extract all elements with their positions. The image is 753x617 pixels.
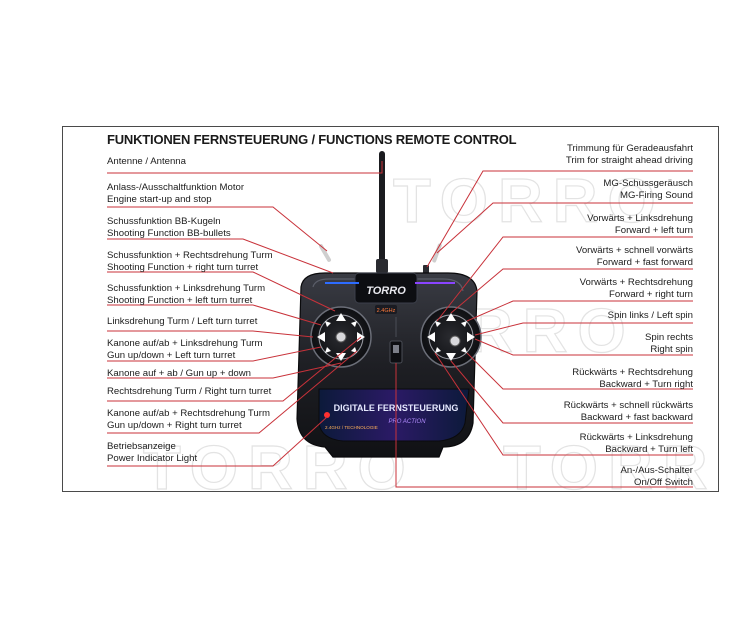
right-label-line: Vorwärts + Linksdrehung	[587, 213, 693, 224]
right-label-line: Forward + right turn	[609, 288, 693, 300]
right-label-line: Right spin	[650, 343, 693, 355]
right-stick-knob	[449, 335, 461, 347]
panel-subtext: PRO ACTION	[388, 419, 426, 425]
left-label-line: Kanone auf/ab + Rechtsdrehung Turm	[107, 408, 270, 419]
watermark-text: TORRO	[503, 434, 718, 491]
left-label-line: Schussfunktion + Linksdrehung Turm	[107, 283, 266, 294]
left-label-9: Rechtsdrehung Turm / Right turn turret	[107, 386, 271, 398]
power-indicator-light	[324, 412, 330, 418]
left-shoulder-switch	[319, 244, 331, 262]
left-label-line: Kanone auf/ab + Linksdrehung Turm	[107, 338, 263, 349]
left-label-line: Engine start-up and stop	[107, 193, 212, 205]
right-label-line: Backward + Turn right	[599, 378, 693, 390]
remote-illustration: TORRO 2.4GHz	[107, 151, 693, 488]
right-label-line: Backward + fast backward	[580, 411, 693, 423]
watermark-text: TORRO	[393, 167, 666, 236]
left-stick-knob	[335, 331, 347, 343]
right-label-line: Trimmung für Geradeausfahrt	[566, 143, 693, 154]
band-badge	[375, 305, 397, 314]
right-label-line: Rückwärts + Rechtsdrehung	[572, 367, 693, 378]
antenna-base	[376, 259, 388, 273]
left-label-line: Linksdrehung Turm / Left turn turret	[107, 316, 258, 327]
left-label-line: Gun up/down + Right turn turret	[107, 419, 242, 431]
left-label-line: Power Indicator Light	[107, 452, 198, 464]
right-label-line: Backward + Turn left	[605, 443, 693, 455]
antenna	[379, 151, 385, 269]
left-label-line: Schussfunktion + Rechtsdrehung Turm	[107, 250, 273, 261]
left-leader-lines	[107, 161, 383, 467]
right-label-6: Spin links / Left spin	[608, 310, 693, 322]
right-label-line: An-/Aus-Schalter	[620, 465, 693, 476]
right-label-line: Trim for straight ahead driving	[565, 154, 693, 166]
left-label-line: Schussfunktion BB-Kugeln	[107, 216, 221, 227]
right-label-line: Rückwärts + schnell rückwärts	[563, 400, 693, 411]
bottom-panel	[318, 388, 470, 442]
logo-panel	[354, 272, 418, 304]
right-leader-lines	[395, 170, 693, 488]
page-title: FUNKTIONEN FERNSTEUERUNG / FUNCTIONS REM…	[107, 132, 517, 147]
brand-logo: TORRO	[366, 285, 406, 297]
right-label-line: Vorwärts + Rechtsdrehung	[579, 277, 693, 288]
watermark-layer: TORRO TORRO TORRO TORRO	[142, 166, 718, 491]
power-switch-toggle	[393, 345, 399, 353]
left-label-8: Kanone auf + ab / Gun up + down	[107, 368, 251, 380]
left-label-line: Antenne / Antenna	[107, 156, 186, 167]
right-label-line: Rückwärts + Linksdrehung	[579, 432, 693, 443]
right-stick-arrows	[427, 313, 475, 361]
left-label-line: Shooting Function + left turn turret	[107, 294, 253, 306]
left-label-line: Kanone auf + ab / Gun up + down	[107, 368, 252, 379]
right-label-line: Spin links / Left spin	[607, 310, 693, 321]
left-label-line: Anlass-/Ausschaltfunktion Motor	[107, 182, 245, 193]
left-label-6: Linksdrehung Turm / Left turn turret	[107, 316, 257, 328]
left-label-line: Shooting Function + right turn turret	[107, 261, 259, 273]
left-label-line: Shooting Function BB-bullets	[107, 227, 231, 239]
right-label-line: Forward + fast forward	[596, 256, 693, 268]
left-label-1: Antenne / Antenna	[107, 156, 186, 168]
left-label-line: Rechtsdrehung Turm / Right turn turret	[107, 386, 272, 397]
right-label-line: Forward + left turn	[614, 224, 693, 236]
right-label-line: MG-Schussgeräusch	[603, 178, 693, 189]
left-label-line: Gun up/down + Left turn turret	[107, 349, 236, 361]
right-label-line: Vorwärts + schnell vorwärts	[575, 245, 693, 256]
right-label-line: On/Off Switch	[633, 476, 693, 488]
right-label-line: MG-Firing Sound	[619, 189, 693, 201]
band-label: 2.4GHz	[377, 308, 396, 314]
left-label-line: Betriebsanzeige	[107, 441, 176, 452]
corner-text: 2.4GHz / TECHNOLOGIE	[325, 425, 378, 430]
right-label-line: Spin rechts	[645, 332, 693, 343]
diagram-frame: TORRO TORRO TORRO TORRO	[62, 126, 719, 492]
